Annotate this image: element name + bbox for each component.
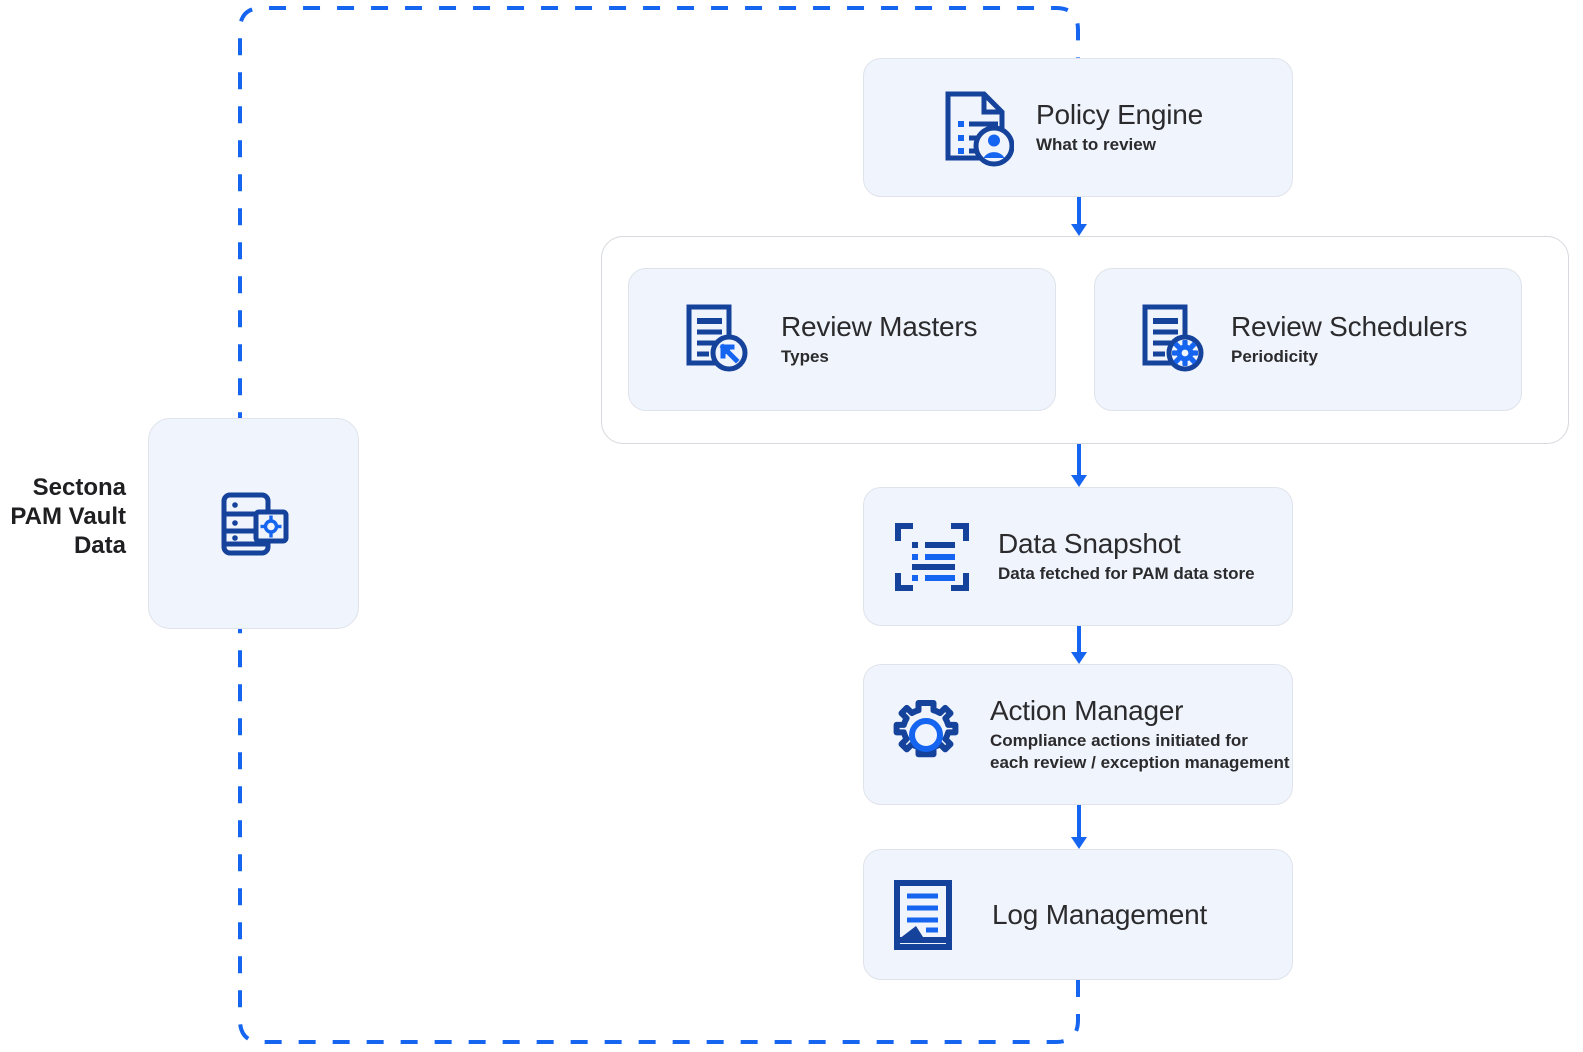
node-subtitle-line-2: each review / exception management [990, 753, 1290, 773]
node-review-masters[interactable]: Review Masters Types [628, 268, 1056, 411]
arrow-action-to-log [1071, 805, 1087, 849]
node-title: Data Snapshot [998, 527, 1181, 559]
arrow-shaft [1077, 197, 1081, 224]
node-data-snapshot-text: Data Snapshot Data fetched for PAM data … [998, 528, 1292, 585]
vault-server-icon [212, 482, 296, 566]
node-title: Log Management [992, 898, 1208, 930]
scan-list-icon [892, 517, 972, 597]
node-log-management[interactable]: Log Management [863, 849, 1293, 980]
node-data-snapshot[interactable]: Data Snapshot Data fetched for PAM data … [863, 487, 1293, 626]
arrow-policy-to-review [1071, 197, 1087, 236]
arrow-snapshot-to-action [1071, 626, 1087, 664]
node-title: Policy Engine [1036, 98, 1204, 130]
node-action-manager-text: Action Manager Compliance actions initia… [990, 695, 1292, 775]
node-review-schedulers-text: Review Schedulers Periodicity [1231, 311, 1521, 368]
node-vault-source[interactable] [148, 418, 359, 629]
arrow-shaft [1077, 626, 1081, 652]
arrow-head [1071, 224, 1087, 236]
arrow-review-to-snapshot [1071, 444, 1087, 487]
gear-icon [884, 693, 968, 777]
arrow-head [1071, 652, 1087, 664]
node-subtitle: Types [781, 347, 829, 367]
source-label: Sectona PAM Vault Data [0, 474, 126, 560]
log-document-icon [890, 877, 960, 953]
node-subtitle: Periodicity [1231, 347, 1318, 367]
node-subtitle: What to review [1036, 135, 1156, 155]
node-subtitle-line-1: Compliance actions initiated for [990, 731, 1248, 751]
node-title: Action Manager [990, 694, 1184, 726]
node-review-schedulers[interactable]: Review Schedulers Periodicity [1094, 268, 1522, 411]
arrow-shaft [1077, 805, 1081, 837]
node-policy-engine-text: Policy Engine What to review [1036, 99, 1292, 156]
source-label-line-3: Data [73, 531, 126, 559]
node-policy-engine[interactable]: Policy Engine What to review [863, 58, 1293, 197]
node-title: Review Masters [781, 310, 978, 342]
source-label-line-2: PAM Vault [10, 502, 126, 530]
node-action-manager[interactable]: Action Manager Compliance actions initia… [863, 664, 1293, 805]
node-review-masters-text: Review Masters Types [781, 311, 1055, 368]
arrow-head [1071, 837, 1087, 849]
source-label-line-1: Sectona [32, 474, 126, 501]
document-gear-icon [1137, 301, 1207, 379]
document-arrow-icon [681, 301, 751, 379]
node-title: Review Schedulers [1231, 310, 1468, 342]
document-user-icon [940, 88, 1014, 168]
node-log-management-text: Log Management [992, 899, 1292, 930]
node-subtitle: Compliance actions initiated for each re… [990, 730, 1292, 774]
arrow-head [1071, 475, 1087, 487]
node-subtitle: Data fetched for PAM data store [998, 564, 1255, 584]
arrow-shaft [1077, 444, 1081, 475]
